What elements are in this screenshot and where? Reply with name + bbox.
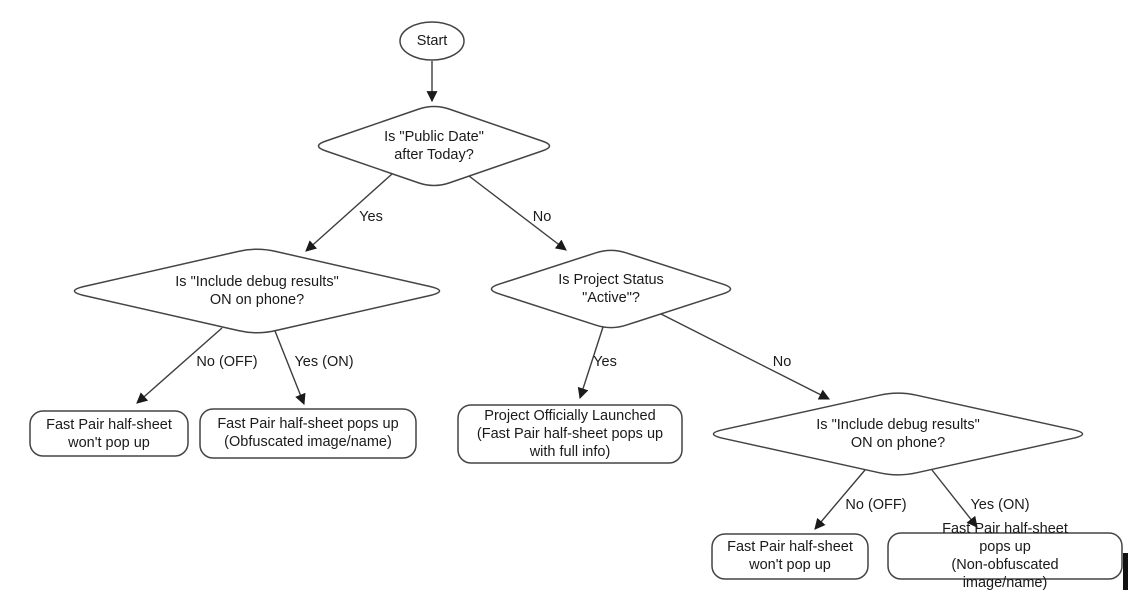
arrow-public-date-yes	[305, 173, 393, 252]
edge-label-status-yes: Yes	[593, 354, 617, 370]
start-ellipse	[399, 21, 465, 61]
terminal-box-non-obfuscated-popup	[887, 532, 1123, 580]
node-label-no-popup-right: Fast Pair half-sheet won't pop up	[727, 539, 853, 573]
arrow-debug-left-no-off	[136, 327, 223, 404]
decision-diamond-public-date	[317, 105, 551, 187]
node-label-status-check: Is Project Status "Active"?	[558, 272, 664, 306]
edge-label-status-no: No	[772, 354, 792, 370]
edge-label-public-date-no: No	[532, 209, 552, 225]
text-caret	[1123, 553, 1128, 590]
node-label-debug-check-right: Is "Include debug results" ON on phone?	[816, 417, 980, 451]
node-label-launched: Project Officially Launched (Fast Pair h…	[476, 408, 664, 460]
arrow-status-yes	[577, 326, 604, 400]
terminal-box-no-popup-left	[29, 410, 189, 457]
decision-diamond-debug-right	[712, 392, 1084, 476]
node-label-start: Start	[416, 33, 448, 49]
arrow-status-no	[660, 313, 830, 400]
terminal-box-no-popup-right	[711, 533, 869, 580]
edge-label-public-date-yes: Yes	[359, 209, 383, 225]
decision-diamond-status	[490, 249, 732, 329]
terminal-box-launched	[457, 404, 683, 464]
arrow-debug-right-no-off	[814, 469, 866, 530]
decision-diamond-debug-left	[73, 248, 441, 334]
node-label-obfuscated-popup: Fast Pair half-sheet pops up (Obfuscated…	[217, 416, 399, 450]
arrow-public-date-no	[468, 175, 567, 251]
edge-label-debug-left-yes: Yes (ON)	[294, 354, 354, 370]
terminal-box-obfuscated-popup	[199, 408, 417, 459]
node-label-public-date-check: Is "Public Date" after Today?	[384, 129, 484, 163]
node-label-no-popup-left: Fast Pair half-sheet won't pop up	[46, 417, 172, 451]
node-label-debug-check-left: Is "Include debug results" ON on phone?	[175, 274, 339, 308]
node-label-non-obfuscated-popup: Fast Pair half-sheet pops up (Non-obfusc…	[942, 521, 1068, 591]
arrow-debug-left-yes-on	[274, 330, 306, 406]
edge-label-debug-left-no: No (OFF)	[196, 354, 258, 370]
edge-label-debug-right-no: No (OFF)	[845, 497, 907, 513]
edge-label-debug-right-yes: Yes (ON)	[970, 497, 1030, 513]
arrow-debug-right-yes-on	[931, 469, 978, 528]
